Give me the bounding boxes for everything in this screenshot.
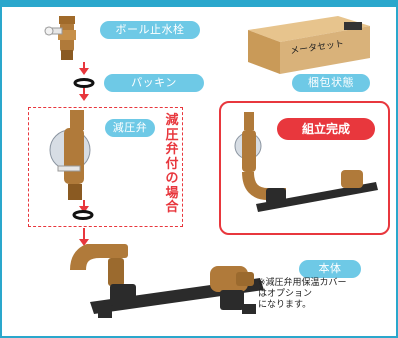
arrow-line [83,62,85,69]
insulation-cover-note: ※減圧弁用保温カバー はオプション になります。 [258,278,347,310]
pressure-reducer-image [49,110,91,200]
body-label: 本体 [299,260,361,278]
packing-ring-image [73,78,95,88]
reducer-label: 減圧弁 [105,119,155,137]
packing-label: パッキン [104,74,204,92]
main-body-image [70,244,264,318]
assembled-badge: 組立完成 [277,118,375,140]
arrow-down-icon [79,239,89,246]
arrow-line [83,228,85,240]
arrow-down-icon [79,94,89,101]
ball-valve-label: ボール止水栓 [100,21,200,39]
reducer-attached-title: 減圧弁付の場合 [164,113,180,216]
arrow-line [83,200,85,207]
arrow-down-icon [79,206,89,213]
assembled-product-image [234,112,378,212]
arrow-line [83,88,85,94]
packaged-box-image [248,16,370,74]
arrow-down-icon [79,68,89,75]
reducer-dashed-frame [28,107,183,227]
ball-valve-image [44,16,76,60]
packing-ring-image [72,210,94,220]
packaged-label: 梱包状態 [292,74,370,92]
assembled-frame [219,101,390,235]
